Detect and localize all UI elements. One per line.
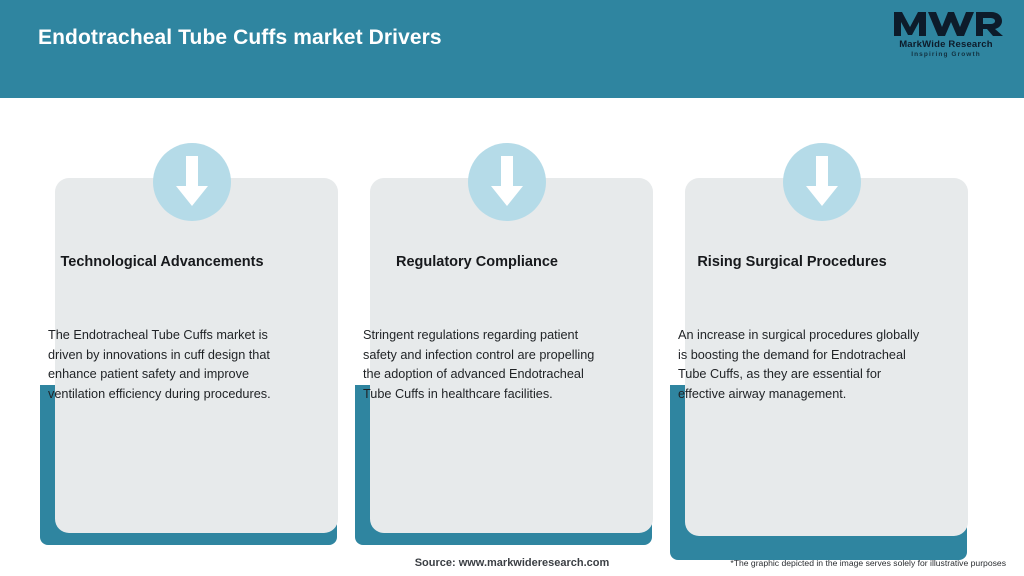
down-arrow-icon (783, 143, 861, 221)
card-title: Technological Advancements (60, 254, 264, 270)
brand-logo: MarkWide Research Inspiring Growth (888, 8, 1004, 70)
card-title: Rising Surgical Procedures (697, 254, 887, 270)
card-body-text: An increase in surgical procedures globa… (678, 328, 920, 401)
logo-company-name: MarkWide Research (899, 39, 993, 50)
mwr-logo-icon (888, 8, 1004, 38)
driver-card-2[interactable]: Regulatory Compliance Stringent regulati… (335, 98, 653, 576)
drivers-card-group: Technological Advancements The Endotrach… (0, 98, 1024, 576)
card-title: Regulatory Compliance (396, 254, 558, 270)
card-panel (370, 178, 653, 533)
card-panel (685, 178, 968, 536)
driver-card-1[interactable]: Technological Advancements The Endotrach… (20, 98, 338, 576)
down-arrow-icon (468, 143, 546, 221)
card-body-text: Stringent regulations regarding patient … (363, 328, 595, 401)
driver-card-3[interactable]: Rising Surgical Procedures An increase i… (650, 98, 968, 576)
logo-tagline: Inspiring Growth (911, 51, 981, 58)
card-body-text: The Endotracheal Tube Cuffs market is dr… (48, 328, 271, 401)
disclaimer-note: *The graphic depicted in the image serve… (730, 558, 1006, 568)
source-label: Source: www.markwideresearch.com (414, 557, 610, 569)
page-title: Endotracheal Tube Cuffs market Drivers (38, 26, 442, 49)
page-header: Endotracheal Tube Cuffs market Drivers M… (0, 0, 1024, 98)
down-arrow-icon (153, 143, 231, 221)
card-panel (55, 178, 338, 533)
